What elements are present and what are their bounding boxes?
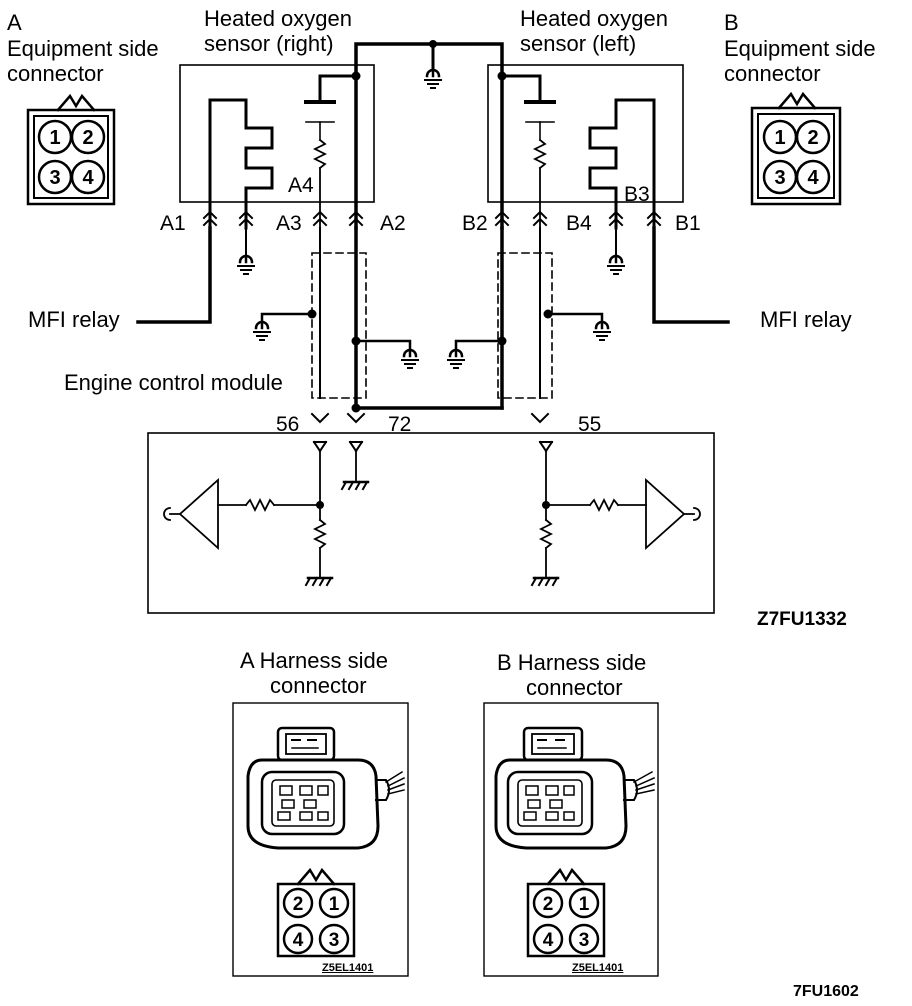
- terminal-55: [531, 413, 549, 423]
- pin-label-a4: A4: [288, 174, 314, 197]
- pin-4: [795, 159, 831, 195]
- sensor-right-element: [208, 98, 274, 230]
- pin-label-b2: B2: [462, 212, 488, 235]
- pin-2: [282, 887, 314, 919]
- chassis-ground-icon: [340, 480, 370, 491]
- terminal-56-label: 56: [276, 413, 300, 436]
- sensor-left-housing: [487, 64, 684, 203]
- terminal-55-label: 55: [578, 413, 602, 436]
- svg-text:4: 4: [807, 167, 819, 189]
- harness-connector-a: 2 1 4 3: [232, 702, 409, 977]
- pin-4: [282, 923, 314, 955]
- svg-text:3: 3: [774, 167, 785, 189]
- terminal-72: [347, 413, 365, 423]
- svg-text:4: 4: [293, 930, 304, 951]
- pin-label-b3: B3: [624, 183, 650, 206]
- ground-icon: [252, 320, 272, 342]
- pin-3: [318, 923, 350, 955]
- sensor-left-title-line2: sensor (left): [520, 31, 637, 56]
- ecm-right-shunt-resistor: [538, 518, 554, 550]
- chassis-ground-icon: [530, 576, 560, 587]
- pin-2: [70, 119, 106, 155]
- svg-text:3: 3: [579, 930, 590, 951]
- ecm-left-series-resistor: [244, 497, 276, 513]
- figure-code-bottom: 7FU1602: [793, 983, 859, 1000]
- svg-text:2: 2: [543, 894, 554, 915]
- equip-a-letter: A: [7, 10, 22, 35]
- chassis-ground-icon: [304, 576, 334, 587]
- harness-connector-b: 2 1 4 3: [483, 702, 659, 977]
- svg-text:1: 1: [579, 894, 590, 915]
- mfi-relay-right-label: MFI relay: [760, 307, 852, 332]
- svg-text:2: 2: [293, 894, 304, 915]
- pin-2: [795, 119, 831, 155]
- ground-icon: [606, 254, 626, 276]
- sensor-right-title-line2: sensor (right): [204, 31, 334, 56]
- equipment-connector-a: 1 2 3 4: [26, 93, 116, 206]
- ground-icon: [400, 348, 420, 370]
- sensor-left-element: [588, 98, 656, 230]
- pin-4: [532, 923, 564, 955]
- svg-text:4: 4: [82, 167, 94, 189]
- sensor-left-title-line1: Heated oxygen: [520, 6, 668, 31]
- pin-2: [532, 887, 564, 919]
- ecm-input-55: [539, 441, 553, 452]
- equip-b-title: Equipment side: [724, 36, 876, 61]
- equip-b-letter: B: [724, 10, 739, 35]
- pin-label-b4: B4: [566, 212, 592, 235]
- ecm-input-56: [313, 441, 327, 452]
- figure-code-top: Z7FU1332: [757, 609, 847, 630]
- ecm-right-series-resistor: [588, 497, 620, 513]
- sensor-right-heater-resistor: [312, 138, 328, 170]
- pin-label-a2: A2: [380, 212, 406, 235]
- ecm-left-amplifier: [178, 477, 219, 551]
- ground-icon: [446, 348, 466, 370]
- pin-label-a1: A1: [160, 212, 186, 235]
- harness-a-title: A Harness side: [240, 648, 388, 673]
- svg-text:2: 2: [807, 127, 818, 149]
- ground-icon: [423, 68, 443, 90]
- pin-1: [568, 887, 600, 919]
- equip-b-subtitle: connector: [724, 61, 821, 86]
- mfi-relay-left-label: MFI relay: [28, 307, 120, 332]
- ground-icon: [236, 254, 256, 276]
- equip-a-subtitle: connector: [7, 61, 104, 86]
- ecm-right-amplifier: [645, 477, 686, 551]
- harness-b-title: B Harness side: [497, 650, 647, 675]
- svg-text:2: 2: [82, 127, 93, 149]
- svg-text:1: 1: [49, 127, 60, 149]
- ecm-box: [147, 432, 715, 614]
- svg-text:3: 3: [49, 167, 60, 189]
- ecm-label: Engine control module: [64, 370, 283, 395]
- svg-text:1: 1: [774, 127, 785, 149]
- sensor-right-title-line1: Heated oxygen: [204, 6, 352, 31]
- sensor-right-housing: [179, 64, 375, 203]
- pin-4: [70, 159, 106, 195]
- harness-b-subtitle: connector: [526, 675, 623, 700]
- sensor-left-heater-resistor: [532, 138, 548, 170]
- mfi-relay-left-wire: [136, 226, 212, 324]
- equip-a-title: Equipment side: [7, 36, 159, 61]
- harness-b-code: Z5EL1401: [572, 962, 624, 974]
- shield-box-right: [311, 252, 367, 399]
- terminal-56: [311, 413, 329, 423]
- svg-text:1: 1: [329, 894, 340, 915]
- pin-label-b1: B1: [675, 212, 701, 235]
- ecm-input-72: [349, 441, 363, 452]
- harness-a-code: Z5EL1401: [322, 962, 374, 974]
- svg-text:4: 4: [543, 930, 554, 951]
- ground-icon: [592, 320, 612, 342]
- shield-box-left: [497, 252, 553, 399]
- terminal-72-label: 72: [388, 413, 412, 436]
- svg-text:3: 3: [329, 930, 340, 951]
- pin-3: [568, 923, 600, 955]
- harness-a-subtitle: connector: [270, 673, 367, 698]
- equipment-connector-b: 1 2 3 4: [750, 91, 842, 206]
- mfi-relay-right-wire: [652, 226, 730, 324]
- ecm-left-shunt-resistor: [312, 518, 328, 550]
- pin-label-a3: A3: [276, 212, 302, 235]
- pin-1: [318, 887, 350, 919]
